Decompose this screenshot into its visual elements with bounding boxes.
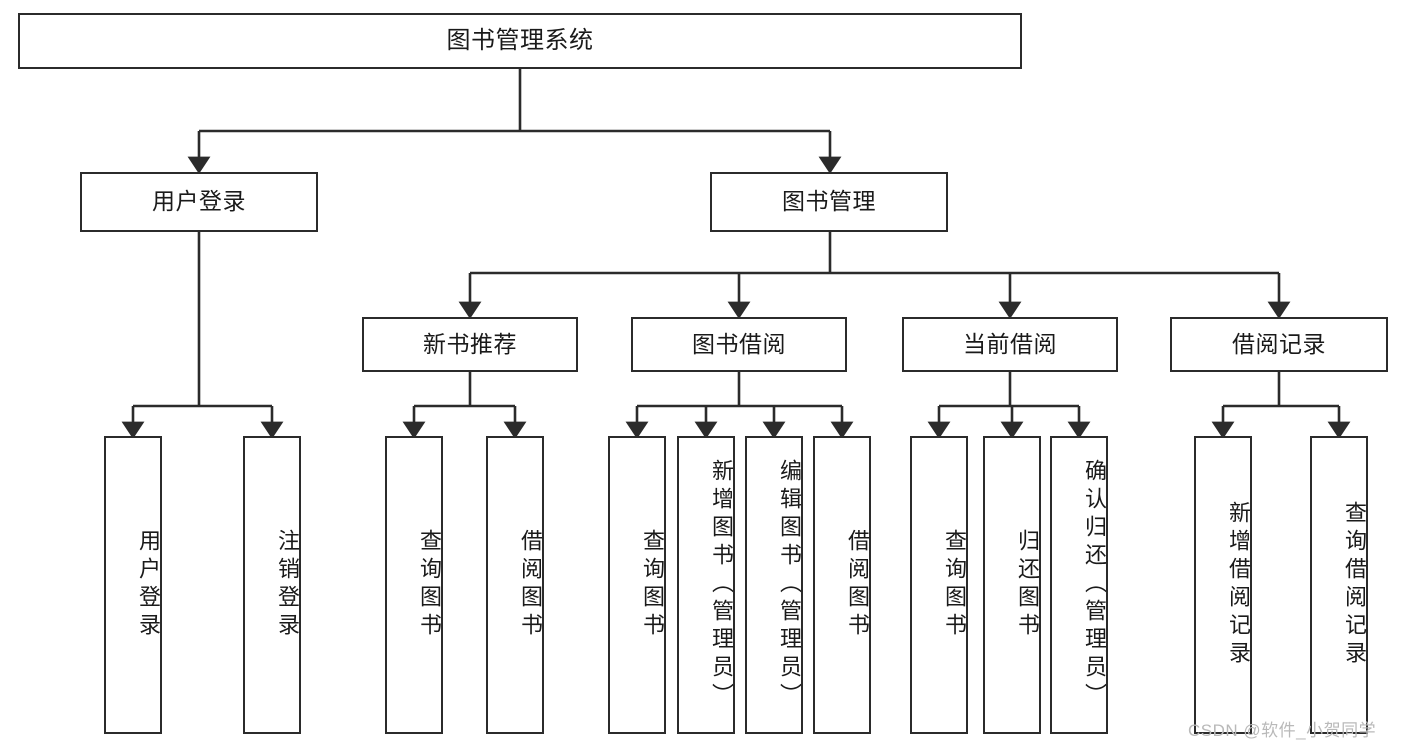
node-current-borrow[interactable]: 当前借阅 xyxy=(902,317,1118,372)
node-label: 新增借阅记录 xyxy=(1226,501,1251,669)
leaf-return-book[interactable]: 归还图书 xyxy=(983,436,1041,734)
node-label: 编辑图书（管理员） xyxy=(777,459,802,711)
node-root-system[interactable]: 图书管理系统 xyxy=(18,13,1022,69)
leaf-logout[interactable]: 注销登录 xyxy=(243,436,301,734)
node-label: 注销登录 xyxy=(275,529,300,641)
node-label: 用户登录 xyxy=(152,188,246,215)
node-label: 图书管理 xyxy=(782,188,876,215)
node-borrow-records[interactable]: 借阅记录 xyxy=(1170,317,1388,372)
node-label: 借阅图书 xyxy=(518,529,543,641)
node-label: 图书借阅 xyxy=(692,330,786,357)
node-label: 归还图书 xyxy=(1015,529,1040,641)
node-label: 新增图书（管理员） xyxy=(709,459,734,711)
node-label: 当前借阅 xyxy=(963,330,1057,357)
leaf-user-login[interactable]: 用户登录 xyxy=(104,436,162,734)
node-label: 借阅记录 xyxy=(1232,330,1326,357)
node-user-login[interactable]: 用户登录 xyxy=(80,172,318,232)
leaf-query-book-current[interactable]: 查询图书 xyxy=(910,436,968,734)
node-label: 查询图书 xyxy=(417,529,442,641)
leaf-add-borrow-record[interactable]: 新增借阅记录 xyxy=(1194,436,1252,734)
leaf-borrow-book[interactable]: 借阅图书 xyxy=(813,436,871,734)
node-label: 确认归还（管理员） xyxy=(1082,459,1107,711)
leaf-add-book-admin[interactable]: 新增图书（管理员） xyxy=(677,436,735,734)
node-label: 用户登录 xyxy=(136,529,161,641)
leaf-confirm-return-admin[interactable]: 确认归还（管理员） xyxy=(1050,436,1108,734)
node-label: 查询借阅记录 xyxy=(1342,501,1367,669)
leaf-edit-book-admin[interactable]: 编辑图书（管理员） xyxy=(745,436,803,734)
node-label: 查询图书 xyxy=(942,529,967,641)
node-label: 借阅图书 xyxy=(845,529,870,641)
csdn-watermark: CSDN @软件_小贺同学 xyxy=(1188,721,1377,740)
node-book-borrow[interactable]: 图书借阅 xyxy=(631,317,847,372)
leaf-query-book-recommend[interactable]: 查询图书 xyxy=(385,436,443,734)
node-new-book-recommend[interactable]: 新书推荐 xyxy=(362,317,578,372)
node-label: 新书推荐 xyxy=(423,330,517,357)
leaf-borrow-book-recommend[interactable]: 借阅图书 xyxy=(486,436,544,734)
node-label: 查询图书 xyxy=(640,529,665,641)
node-book-management[interactable]: 图书管理 xyxy=(710,172,948,232)
leaf-query-book-borrow[interactable]: 查询图书 xyxy=(608,436,666,734)
node-label: 图书管理系统 xyxy=(446,26,594,54)
leaf-query-borrow-record[interactable]: 查询借阅记录 xyxy=(1310,436,1368,734)
